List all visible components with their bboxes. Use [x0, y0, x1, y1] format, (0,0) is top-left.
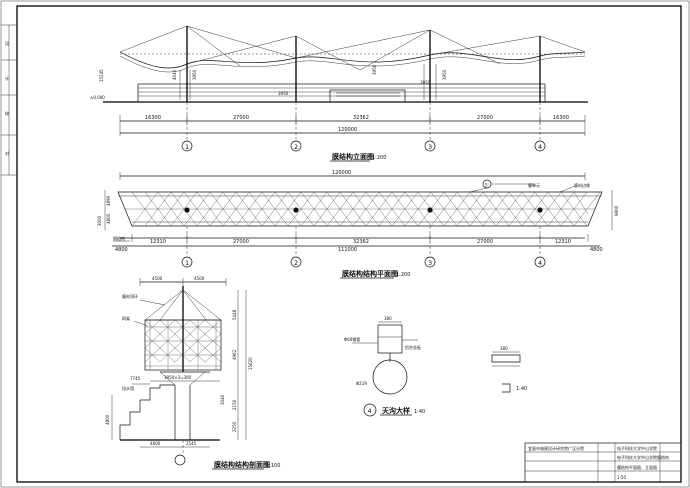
axis-label: 3 [428, 259, 432, 267]
height-dim: 3950 [372, 64, 377, 75]
plan-left-callout: 钢结构 [113, 235, 125, 241]
section-right-dim: 3040 [220, 394, 225, 405]
level-mark: ±0.000 [90, 95, 105, 100]
plan-title: 膜结构结构平面图 [341, 269, 398, 278]
axis-label: 4 [538, 143, 542, 151]
plan-right-dim: 9800 [614, 205, 619, 216]
dim-label: 12310 [555, 239, 571, 245]
gutter-detail: 380 Φ60钢管 铝合金板 Φ219 4 天沟大样 1:40 [344, 316, 425, 417]
side-strip: 设 计 校 对 [1, 24, 17, 176]
small-detail-scale: 1:40 [516, 386, 527, 392]
detail-note: Φ60钢管 [344, 336, 360, 342]
detail-scale: 1:40 [414, 409, 425, 415]
elevation-scale: 1:200 [372, 155, 386, 161]
title-block: 宜昌市城建设计研究院广汉分院 电子科技大学中山学院 电子科技大学中山学院膜结构 … [524, 442, 682, 483]
plan-callout: 膜材边缘 [574, 182, 590, 188]
axis-label: 4 [538, 259, 542, 267]
project-name: 电子科技大学中山学院 [617, 445, 657, 451]
plan-left-dim: 4890 [106, 195, 111, 206]
dim-label: 27000 [233, 115, 249, 121]
section-bottom-dim: 2545 [186, 441, 197, 446]
section-label: 网架 [122, 315, 130, 321]
height-dim: 3950 [442, 69, 447, 80]
strip-label: 计 [5, 75, 9, 81]
company-name: 宜昌市城建设计研究院广汉分院 [528, 445, 584, 451]
elevation-title: 膜结构立面图 [331, 152, 374, 161]
dim-label: 27000 [477, 239, 493, 245]
axis-label: 2 [294, 143, 298, 151]
section-title: 膜结构结构剖面图 [213, 460, 270, 469]
dim-label: 32362 [353, 115, 369, 121]
plan-callout: 膜单元 [528, 182, 540, 188]
section-right-dim: 15620 [248, 357, 253, 370]
dim-total: 120000 [338, 127, 357, 133]
detail-dim: 380 [384, 316, 392, 321]
section-top-dim: 4500 [152, 276, 163, 281]
axis-label: 1 [185, 259, 189, 267]
small-detail-dim: 380 [500, 346, 508, 351]
detail-title: 天沟大样 [382, 406, 410, 415]
dim-label: 16300 [145, 115, 161, 121]
section-right-dim: 2250 [232, 421, 237, 432]
plan-left-dim: 4800 [106, 213, 111, 224]
scale-label: 1:50 [617, 475, 626, 480]
axis-label: 3 [428, 143, 432, 151]
axis-label: 1 [185, 143, 189, 151]
subproject-name: 电子科技大学中山学院膜结构 [617, 454, 669, 460]
plan-bottom-total: 111000 [338, 247, 357, 253]
dim-label: 27000 [233, 239, 249, 245]
height-dim: 3950 [278, 91, 289, 96]
plan-top-total: 120000 [332, 170, 351, 176]
section-label: 膜材顶环 [122, 293, 138, 299]
strip-label: 设 [5, 40, 9, 46]
strip-label: 对 [5, 150, 9, 156]
plan-side-dim: 4800 [115, 247, 128, 253]
section-view: 4500 4500 膜材顶环 [105, 276, 280, 470]
drawing-name: 膜结构平面图、立面图 [617, 464, 657, 470]
plan-side-dim: 4800 [590, 247, 603, 253]
plan-view: 120000 5 膜单元 膜材边缘 钢结构 3000 4890 4800 [97, 170, 619, 279]
section-right-dim: 2150 [232, 399, 237, 410]
section-bottom-dim: 4800 [150, 441, 161, 446]
small-detail: 380 1:40 [491, 346, 527, 393]
plan-scale: 1:200 [396, 272, 410, 278]
elevation-view: 15245 ±0.000 4040 3950 3950 3950 3950 39… [90, 25, 588, 162]
dim-label: 32362 [353, 239, 369, 245]
dim-label: 16300 [553, 115, 569, 121]
height-dim: 3950 [420, 80, 431, 85]
height-dim: 15245 [99, 69, 104, 82]
detail-note: 铝合金板 [405, 344, 421, 350]
section-left-dim: 7745 [130, 376, 141, 381]
height-dim: 3950 [192, 69, 197, 80]
dim-label: 12310 [150, 239, 166, 245]
height-dim: 4040 [172, 69, 177, 80]
axis-label: 2 [294, 259, 298, 267]
detail-marker: 4 [368, 407, 372, 415]
section-mid-dim: 3950×3=300 [164, 375, 192, 380]
plan-left-dim: 3000 [97, 215, 102, 226]
drawing-border [16, 5, 682, 483]
section-label: 挡水墙 [122, 385, 134, 391]
strip-label: 校 [5, 110, 9, 116]
plan-marker: 5 [485, 183, 488, 188]
dim-label: 27000 [477, 115, 493, 121]
detail-note: Φ219 [356, 381, 367, 386]
section-scale: 1:100 [266, 463, 280, 469]
section-right-dim: 5448 [232, 309, 237, 320]
section-top-dim: 4500 [194, 276, 205, 281]
section-right-dim: 4962 [232, 349, 237, 360]
section-left-dim: 4800 [105, 414, 110, 425]
